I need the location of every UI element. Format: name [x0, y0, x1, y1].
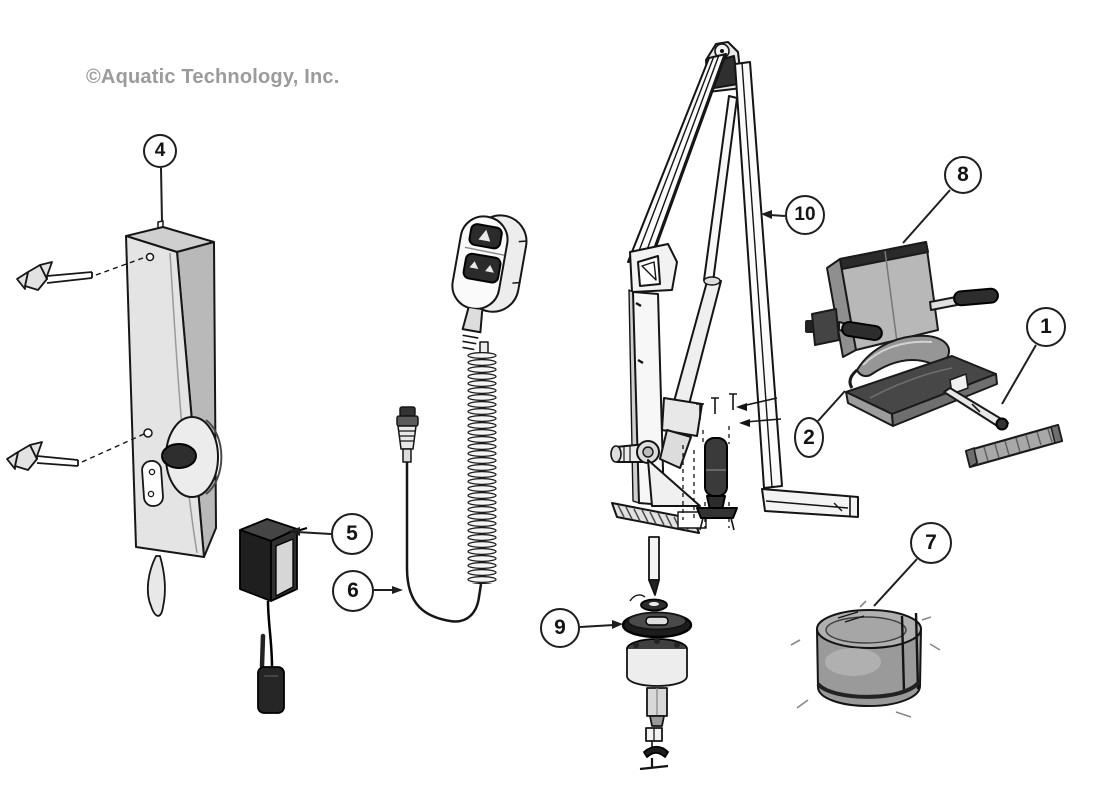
callout-6: 6 — [332, 570, 374, 612]
bearing-disc-drawing — [621, 611, 693, 639]
callout-8: 8 — [944, 156, 982, 194]
callout-9: 9 — [540, 608, 580, 648]
footrest-drawing — [943, 387, 1064, 469]
callout-2: 2 — [794, 417, 824, 458]
wing-bolt-top-drawing — [16, 257, 144, 291]
callout-5: 5 — [331, 513, 373, 555]
watermark-text: ©Aquatic Technology, Inc. — [86, 66, 340, 88]
spa-cover-drawing — [790, 600, 941, 718]
callout-7: 7 — [910, 522, 952, 564]
battery-charger-drawing — [239, 518, 308, 714]
hand-control-drawing — [396, 214, 528, 623]
anchor-assembly-drawing — [621, 536, 693, 771]
callout-4: 4 — [143, 134, 177, 168]
callout-1: 1 — [1026, 307, 1066, 347]
wing-bolt-bottom-drawing — [6, 433, 145, 471]
seat-back-drawing — [839, 241, 939, 351]
anchor-socket-drawing — [626, 638, 688, 687]
coiled-cord-drawing — [467, 352, 497, 584]
cord-connector-drawing — [396, 406, 419, 463]
callout-leader-lines — [160, 167, 1037, 629]
actuator-drawing — [696, 437, 738, 531]
control-box-drawing — [125, 220, 223, 617]
seat-assembly-drawing — [805, 241, 1064, 469]
seat-pan-drawing — [845, 355, 998, 427]
callout-10: 10 — [785, 195, 825, 235]
lift-frame-drawing — [610, 41, 859, 534]
